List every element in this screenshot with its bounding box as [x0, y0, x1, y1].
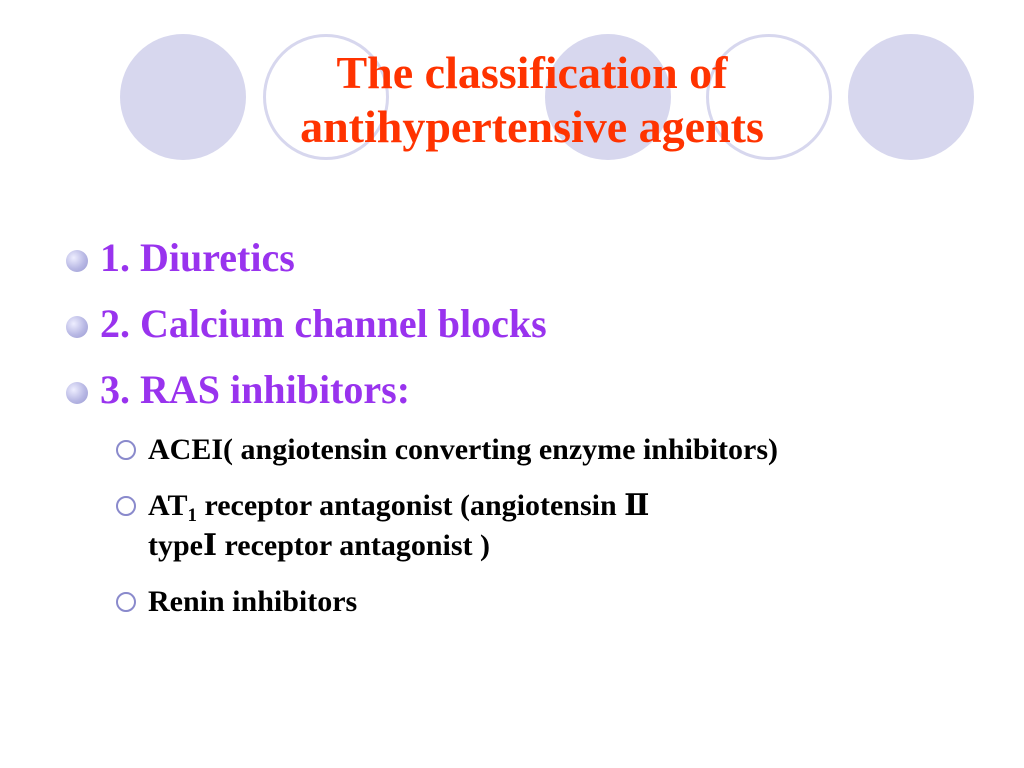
bullet-icon: [66, 316, 88, 338]
main-list: 1. Diuretics 2. Calcium channel blocks 3…: [62, 228, 1002, 426]
list-item-label: 1. Diuretics: [100, 235, 295, 280]
subitem-renin-inhibitors: Renin inhibitors: [114, 582, 1014, 622]
hollow-bullet-icon: [116, 440, 136, 460]
decor-circle-1: [120, 34, 246, 160]
list-item-diuretics: 1. Diuretics: [62, 228, 1002, 288]
decor-circle-4: [706, 34, 832, 160]
title-line-2: antihypertensive agents: [300, 101, 764, 152]
bullet-icon: [66, 250, 88, 272]
subitem-at1-antagonist: AT1 receptor antagonist (angiotensin Ⅱ t…: [114, 486, 1014, 566]
subitem-acei: ACEI( angiotensin converting enzyme inhi…: [114, 430, 1014, 470]
subitem-at1-rest: receptor antagonist (angiotensin Ⅱ: [196, 489, 650, 522]
slide-title: The classification of antihypertensive a…: [140, 46, 924, 154]
subitem-at1-prefix: AT: [148, 489, 188, 522]
decor-circle-3: [545, 34, 671, 160]
hollow-bullet-icon: [116, 496, 136, 516]
subitem-label: ACEI( angiotensin converting enzyme inhi…: [148, 433, 778, 466]
ras-sublist: ACEI( angiotensin converting enzyme inhi…: [114, 430, 1014, 638]
decor-circle-2: [263, 34, 389, 160]
title-line-1: The classification of: [336, 47, 728, 98]
subitem-at1-subscript: 1: [187, 505, 197, 526]
bullet-icon: [66, 382, 88, 404]
list-item-calcium-channel-blocks: 2. Calcium channel blocks: [62, 294, 1002, 354]
decor-circle-5: [848, 34, 974, 160]
subitem-label: Renin inhibitors: [148, 585, 358, 618]
list-item-label: 2. Calcium channel blocks: [100, 301, 547, 346]
list-item-label: 3. RAS inhibitors:: [100, 367, 411, 412]
list-item-ras-inhibitors: 3. RAS inhibitors:: [62, 360, 1002, 420]
subitem-at1-line-2: typeⅠ receptor antagonist ): [148, 529, 491, 562]
hollow-bullet-icon: [116, 592, 136, 612]
